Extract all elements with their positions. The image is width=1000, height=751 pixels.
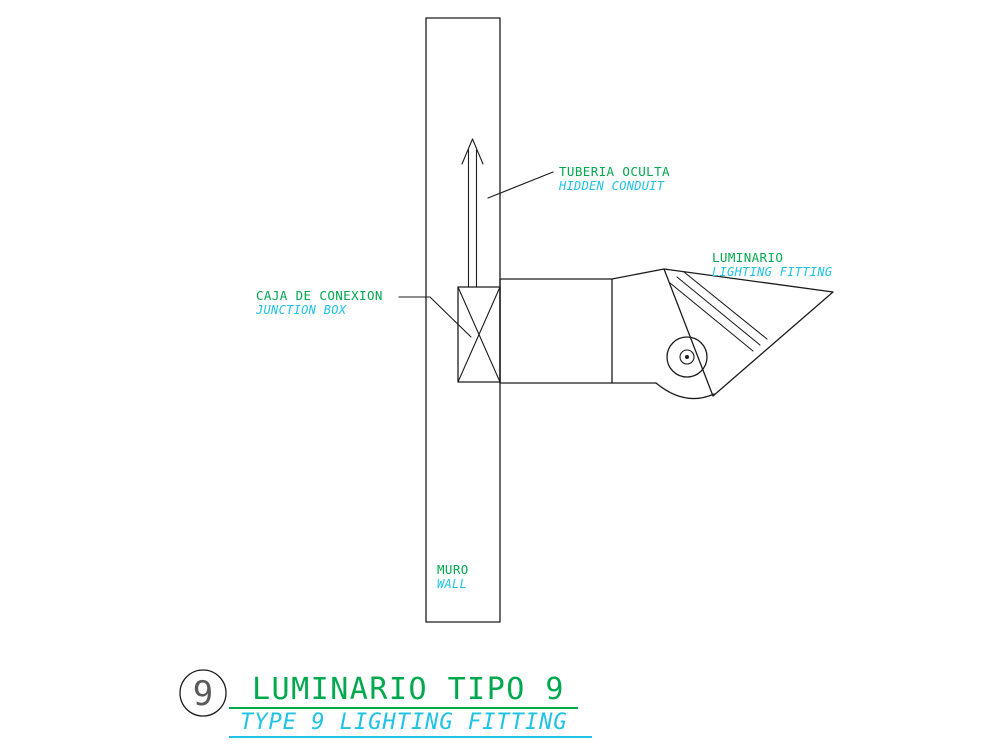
fixture-body-top-diagonal: [611, 268, 665, 280]
label-junction-box-es: CAJA DE CONEXION: [256, 288, 383, 303]
pivot-circle-outer: [666, 336, 708, 378]
bracket-hatch-lines: [669, 271, 768, 352]
hidden-conduit: [461, 138, 484, 288]
luminaire-head: [663, 268, 834, 397]
leader-junction-box: [398, 296, 472, 338]
fixture-body: [499, 268, 715, 400]
leader-conduit: [487, 171, 554, 199]
junction-box: [457, 286, 501, 383]
fixture-body-outline: [499, 278, 613, 384]
luminaire-head-triangle: [663, 268, 834, 397]
pivot-center-dot: [685, 355, 689, 359]
label-junction-box-en: JUNCTION BOX: [255, 303, 347, 317]
title-es: LUMINARIO TIPO 9: [252, 672, 565, 707]
label-conduit-en: HIDDEN CONDUIT: [558, 179, 665, 193]
title-en: TYPE 9 LIGHTING FITTING: [240, 710, 568, 735]
label-conduit-es: TUBERIA OCULTA: [559, 164, 670, 179]
label-luminaire-es: LUMINARIO: [712, 250, 783, 265]
pivot-rounded-cap: [655, 382, 715, 400]
junction-box-cross-2: [457, 286, 501, 383]
bracket-hatch-line: [669, 282, 754, 352]
label-luminaire-en: LIGHTING FITTING: [712, 265, 832, 279]
conduit-arrow-icon: [461, 138, 484, 165]
bracket-hatch-line: [683, 271, 768, 340]
pivot-circle-inner: [679, 349, 695, 365]
detail-number: 9: [193, 674, 213, 714]
title-block: 9 LUMINARIO TIPO 9 TYPE 9 LIGHTING FITTI…: [179, 669, 592, 738]
detail-number-circle: [179, 669, 227, 717]
wall-outline: [425, 17, 501, 623]
bracket-hatch-line: [676, 276, 761, 346]
label-wall-es: MURO: [437, 562, 469, 577]
label-wall-en: WALL: [437, 577, 467, 591]
